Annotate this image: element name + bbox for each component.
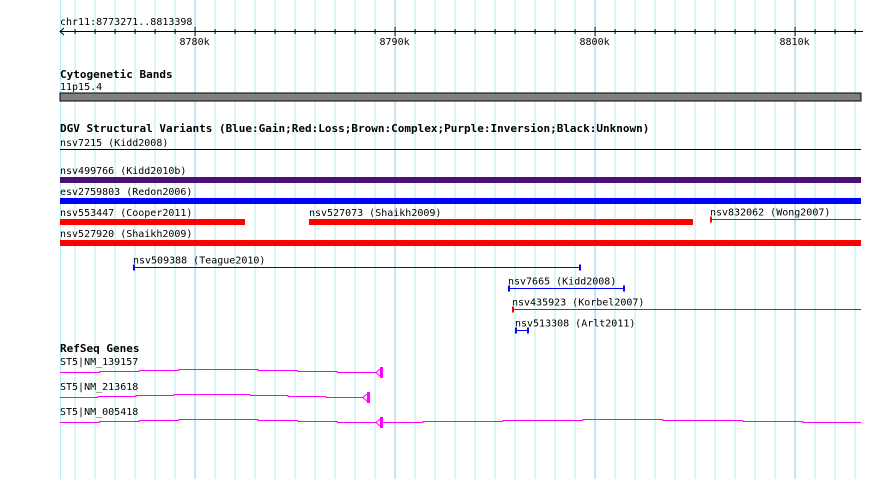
exon bbox=[379, 367, 383, 378]
intron-line bbox=[60, 394, 364, 398]
exon bbox=[366, 392, 370, 403]
exon bbox=[379, 417, 383, 428]
variant-bar[interactable] bbox=[308, 219, 693, 225]
variant-label: nsv527073 (Shaikh2009) bbox=[309, 208, 441, 219]
dgv-track: nsv7215 (Kidd2008) nsv499766 (Kidd2010b) e… bbox=[60, 138, 861, 334]
variant-label: nsv435923 (Korbel2007) bbox=[512, 298, 644, 309]
gene-label: ST5|NM_213618 bbox=[60, 382, 138, 393]
strand-arrow-icon bbox=[362, 393, 368, 402]
cytoband-label: 11p15.4 bbox=[60, 82, 102, 93]
variant-label: nsv832062 (Wong2007) bbox=[710, 208, 830, 219]
variant-end-tick bbox=[622, 285, 625, 292]
intron-line bbox=[60, 369, 377, 373]
region-label: chr11:8773271..8813398 bbox=[60, 17, 192, 28]
strand-arrow-icon bbox=[375, 368, 381, 377]
structural-variant[interactable]: nsv7215 (Kidd2008) bbox=[60, 138, 861, 150]
strand-arrow-icon bbox=[375, 418, 381, 427]
variant-label: nsv553447 (Cooper2011) bbox=[60, 208, 192, 219]
variant-bar[interactable] bbox=[60, 240, 861, 246]
variant-label: nsv7215 (Kidd2008) bbox=[60, 138, 168, 149]
variant-start-tick bbox=[132, 264, 135, 271]
variant-label: nsv527920 (Shaikh2009) bbox=[60, 229, 192, 240]
structural-variant[interactable]: nsv527073 (Shaikh2009) bbox=[308, 208, 693, 225]
ruler-left-arrow-icon[interactable] bbox=[59, 27, 65, 36]
refseq-track-title[interactable]: RefSeq Genes bbox=[60, 342, 139, 355]
structural-variant[interactable]: nsv509388 (Teague2010) bbox=[132, 256, 581, 271]
variant-label: nsv509388 (Teague2010) bbox=[133, 256, 265, 267]
structural-variant[interactable]: nsv499766 (Kidd2010b) bbox=[60, 166, 861, 183]
ruler-tick-label: 8780k bbox=[180, 37, 210, 48]
variant-end-tick bbox=[526, 327, 529, 334]
variant-start-tick bbox=[511, 306, 514, 313]
variant-bar[interactable] bbox=[60, 177, 861, 183]
grid-lines bbox=[60, 0, 856, 479]
variant-start-tick bbox=[507, 285, 510, 292]
structural-variant[interactable]: nsv832062 (Wong2007) bbox=[709, 208, 861, 223]
structural-variant[interactable]: nsv527920 (Shaikh2009) bbox=[60, 229, 861, 246]
variant-bar[interactable] bbox=[60, 198, 861, 204]
gene-model[interactable]: ST5|NM_005418 bbox=[60, 407, 861, 428]
ruler-tick-label: 8800k bbox=[580, 37, 610, 48]
gene-model[interactable]: ST5|NM_213618 bbox=[60, 382, 370, 403]
gene-label: ST5|NM_139157 bbox=[60, 357, 138, 368]
ruler-tick-label: 8810k bbox=[780, 37, 810, 48]
variant-start-tick bbox=[514, 327, 517, 334]
structural-variant[interactable]: nsv7665 (Kidd2008) bbox=[507, 277, 625, 292]
variant-end-tick bbox=[578, 264, 581, 271]
gene-model[interactable]: ST5|NM_139157 bbox=[60, 357, 383, 378]
cytoband-bar[interactable] bbox=[59, 92, 862, 102]
variant-bar[interactable] bbox=[60, 219, 245, 225]
intron-line bbox=[382, 419, 861, 423]
variant-label: nsv513308 (Arlt2011) bbox=[515, 319, 635, 330]
variant-label: nsv499766 (Kidd2010b) bbox=[60, 166, 186, 177]
ruler[interactable]: 8780k 8790k 8800k 8810k bbox=[59, 27, 863, 48]
gene-label: ST5|NM_005418 bbox=[60, 407, 138, 418]
structural-variant[interactable]: nsv513308 (Arlt2011) bbox=[514, 319, 635, 334]
intron-line bbox=[60, 419, 377, 423]
variant-label: esv2759803 (Redon2006) bbox=[60, 187, 192, 198]
ruler-tick-label: 8790k bbox=[380, 37, 410, 48]
dgv-track-title[interactable]: DGV Structural Variants (Blue:Gain;Red:L… bbox=[60, 122, 649, 135]
structural-variant[interactable]: esv2759803 (Redon2006) bbox=[60, 187, 861, 204]
structural-variant[interactable]: nsv435923 (Korbel2007) bbox=[511, 298, 861, 313]
variant-label: nsv7665 (Kidd2008) bbox=[508, 277, 616, 288]
variant-start-tick bbox=[709, 216, 712, 223]
cytoband-track-title[interactable]: Cytogenetic Bands bbox=[60, 68, 173, 81]
structural-variant[interactable]: nsv553447 (Cooper2011) bbox=[60, 208, 245, 225]
